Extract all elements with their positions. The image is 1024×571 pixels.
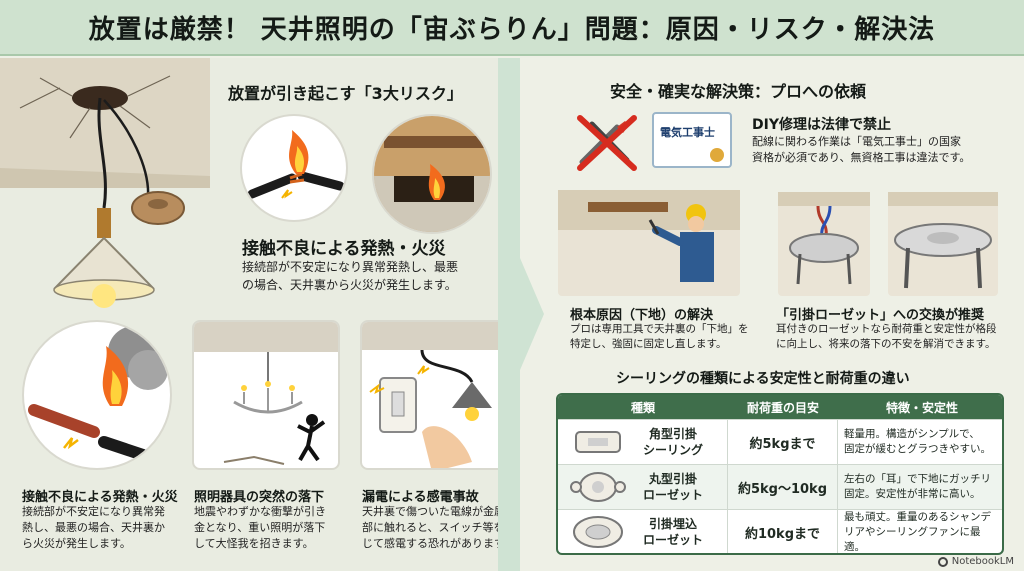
risk-fall-heading: 照明器具の突然の落下 (194, 490, 325, 505)
title-bar: 放置は厳禁！ 天井照明の「宙ぶらりん」問題：原因・リスク・解決法 (0, 0, 1024, 56)
round-rosette-icon (570, 472, 626, 502)
main-risk-body: 接続部が不安定になり異常発熱し、最悪 の場合、天井裏から火災が発生します。 (242, 260, 459, 292)
solution1-heading: 根本原因（下地）の解決 (570, 308, 714, 323)
diy-body: 配線に関わる作業は「電気工事士」の国家 資格が必須であり、無資格工事は違法です。 (752, 135, 971, 164)
feature-text: 最も頑丈。重量のあるシャンデ リアやシーリングファンに最適。 (844, 510, 991, 553)
table-header-load: 耐荷重の目安 (746, 400, 819, 415)
watermark: NotebookLM (937, 556, 1014, 567)
license-card: 電気工事士 (652, 112, 732, 168)
feature-text: 左右の「耳」で下地にガッチリ 固定。安定性が非常に高い。 (844, 473, 991, 500)
type-name: 引掛埋込 ローゼット (642, 517, 703, 547)
rosette-illustration (778, 192, 998, 296)
load-value: 約5kgまで (749, 436, 816, 452)
page-title: 放置は厳禁！ 天井照明の「宙ぶらりん」問題：原因・リスク・解決法 (88, 14, 936, 45)
load-value: 約5kg〜10kg (737, 481, 828, 497)
main-risk-heading: 接触不良による発熱・火災 (242, 239, 446, 259)
risk-fire-body: 接続部が不安定になり異常発 熱し、最悪の場合、天井裏か ら火災が発生します。 (22, 505, 165, 550)
watermark-text: NotebookLM (951, 556, 1014, 567)
table-row: 丸型引掛 ローゼット 約5kg〜10kg 左右の「耳」で下地にガッチリ 固定。安… (558, 464, 1002, 509)
license-label: 電気工事士 (660, 126, 715, 139)
risk-shock-body: 天井裏で傷ついた電線が金属 部に触れると、スイッチ等を通 じて感電する恐れがあり… (362, 505, 516, 550)
solution1-body: プロは専用工具で天井裏の「下地」を 特定し、強固に固定し直します。 (570, 323, 749, 350)
sparking-wire-circle (22, 320, 172, 470)
table-row: 角型引掛 シーリング 約5kgまで 軽量用。構造がシンプルで、 固定が緩むとグラ… (558, 419, 1002, 464)
table-title: シーリングの種類による安定性と耐荷重の違い (616, 371, 910, 387)
risk-fire-heading: 接触不良による発熱・火災 (22, 490, 178, 505)
risk-panel: 放置が引き起こす「3大リスク」 接触不良による発熱・火災 (0, 58, 520, 571)
risk-fall-body: 地震やわずかな衝撃が引き 金となり、重い照明が落下 して大怪我を招きます。 (194, 505, 326, 550)
table-header-feature: 特徴・安定性 (885, 400, 958, 415)
type-name: 丸型引掛 ローゼット (642, 472, 703, 502)
wire-fire-circle (240, 114, 348, 222)
no-diy-tools-icon (577, 115, 637, 171)
solution2-body: 耳付きのローゼットなら耐荷重と安定性が格段 に向上し、将来の落下の不安を解消でき… (776, 323, 997, 350)
electrician-illustration (558, 190, 740, 296)
table-row: 引掛埋込 ローゼット 約10kgまで 最も頑丈。重量のあるシャンデ リアやシーリ… (558, 509, 1002, 553)
embedded-rosette-icon (573, 516, 623, 548)
electric-shock-circle (360, 320, 508, 470)
hanging-lamp-illustration (0, 58, 210, 308)
panel-arrow-icon (498, 58, 544, 571)
square-ceiling-icon (575, 431, 621, 453)
table-header-row: 種類 耐荷重の目安 特徴・安定性 (558, 395, 1002, 419)
feature-text: 軽量用。構造がシンプルで、 固定が緩むとグラつきやすい。 (844, 428, 991, 455)
load-value: 約10kgまで (744, 526, 821, 542)
notebooklm-logo-icon (937, 556, 948, 567)
table-header-type: 種類 (630, 400, 655, 415)
type-name: 角型引掛 シーリング (642, 427, 703, 457)
attic-fire-circle (372, 114, 492, 234)
chandelier-fall-circle (192, 320, 340, 470)
solution-section-title: 安全・確実な解決策：プロへの依頼 (610, 82, 867, 101)
solution2-heading: 「引掛ローゼット」への交換が推奨 (776, 308, 985, 323)
ceiling-comparison-table: 種類 耐荷重の目安 特徴・安定性 角型引掛 シーリング 約5kgまで 軽量用。構… (556, 393, 1004, 555)
license-medal-icon (710, 148, 724, 162)
risk-section-title: 放置が引き起こす「3大リスク」 (228, 84, 463, 103)
risk-shock-heading: 漏電による感電事故 (362, 490, 479, 505)
diy-heading: DIY修理は法律で禁止 (752, 117, 891, 133)
